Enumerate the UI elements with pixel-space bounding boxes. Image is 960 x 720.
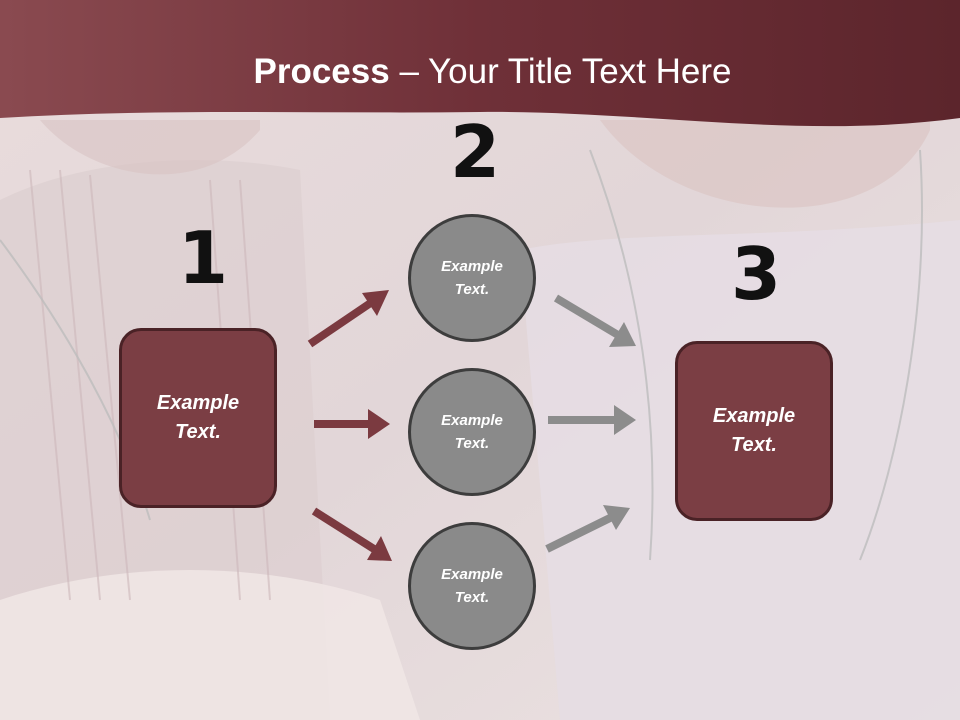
step-2-node-bottom: Example Text. [408,522,536,650]
step-1-box: Example Text. [119,328,277,508]
slide-title: Process – Your Title Text Here [0,52,960,92]
title-bold: Process [253,52,390,91]
step-2-node-middle: Example Text. [408,368,536,496]
arrow-middle-to-3 [548,405,636,435]
header-band [0,0,960,127]
step-3-label: Example Text. [712,405,796,456]
title-rest: – Your Title Text Here [389,52,732,91]
step-number-1: 1 [178,216,229,300]
step-2-node-top: Example Text. [408,214,536,342]
node-middle-label: Example Text. [441,412,503,452]
arrow-1-to-middle [314,409,390,439]
arrow-1-to-top [307,290,389,348]
node-top-label: Example Text. [441,258,503,298]
step-number-2: 2 [450,110,501,194]
arrow-top-to-3 [553,294,636,347]
step-3-box: Example Text. [675,341,833,521]
arrow-bottom-to-3 [545,505,630,553]
arrow-1-to-bottom [311,507,392,561]
step-number-3: 3 [731,232,782,316]
node-bottom-label: Example Text. [441,566,503,606]
step-1-label: Example Text. [156,392,240,443]
